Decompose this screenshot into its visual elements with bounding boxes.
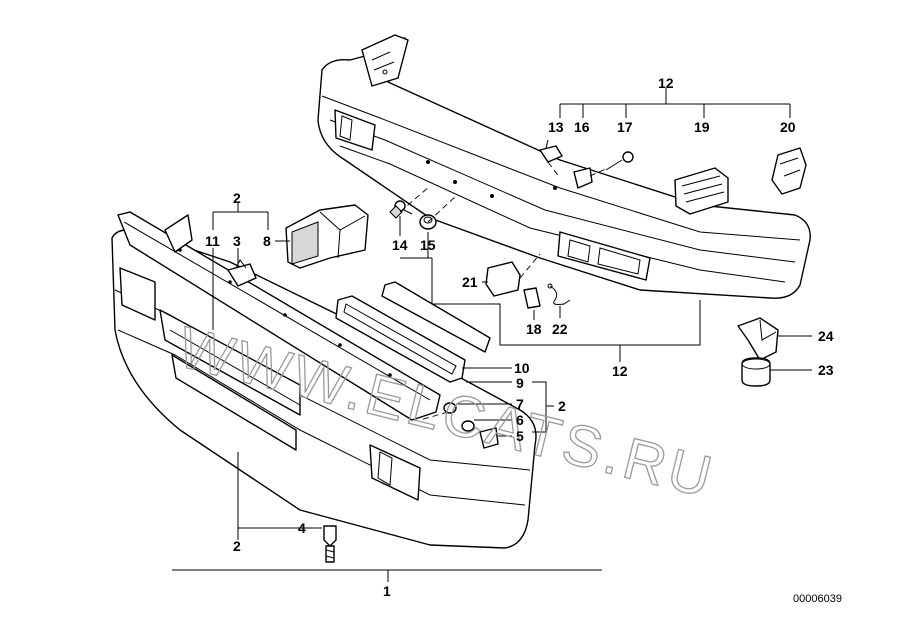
callout-18: 18 (526, 321, 542, 337)
clip-part-16 (573, 167, 593, 189)
bracket-19 (674, 167, 729, 215)
callout-16: 16 (574, 119, 590, 135)
callout-23: 23 (818, 362, 834, 378)
callout-3: 3 (233, 233, 241, 249)
front-bumper (111, 211, 537, 549)
callout-12-bottom: 12 (612, 363, 628, 379)
callout-24: 24 (818, 328, 834, 344)
screw-17 (605, 151, 634, 171)
part-6 (461, 420, 475, 432)
callout-14: 14 (392, 237, 408, 253)
callout-20: 20 (780, 119, 796, 135)
callout-17: 17 (617, 119, 633, 135)
callout-15: 15 (420, 237, 436, 253)
bracket-24 (737, 317, 779, 361)
buffer-23 (741, 357, 771, 387)
screw-14 (389, 200, 413, 219)
diagram-code: 00006039 (793, 593, 842, 605)
callout-labels: 12 13 16 17 19 20 2 11 3 8 14 15 21 18 2… (205, 75, 842, 605)
callout-9: 9 (516, 375, 524, 391)
bolt-4 (323, 525, 337, 563)
callout-21: 21 (462, 274, 478, 290)
clip-part-13 (539, 139, 563, 163)
clip-part-18 (523, 287, 541, 309)
callout-6: 6 (516, 412, 524, 428)
callout-1: 1 (383, 583, 391, 599)
callout-22: 22 (552, 321, 568, 337)
callout-2-bottom: 2 (233, 538, 241, 554)
callout-2-top: 2 (233, 190, 241, 206)
callout-10: 10 (514, 360, 530, 376)
callout-19: 19 (694, 119, 710, 135)
part-5 (479, 427, 499, 449)
callout-13: 13 (548, 119, 564, 135)
leader-lines (172, 88, 812, 582)
part-21 (485, 261, 521, 297)
callout-8: 8 (263, 233, 271, 249)
air-duct (285, 204, 369, 269)
bracket-20 (771, 147, 807, 195)
callout-5: 5 (516, 428, 524, 444)
callout-4: 4 (298, 520, 306, 536)
callout-12-top: 12 (658, 75, 674, 91)
part-7 (443, 402, 457, 414)
grille-insert (335, 281, 491, 383)
wire-22 (547, 283, 571, 305)
clip-part-3 (227, 259, 257, 287)
callout-2-right: 2 (558, 398, 566, 414)
upper-bumper (317, 34, 811, 299)
callout-11: 11 (205, 233, 220, 249)
callout-7: 7 (516, 396, 524, 412)
